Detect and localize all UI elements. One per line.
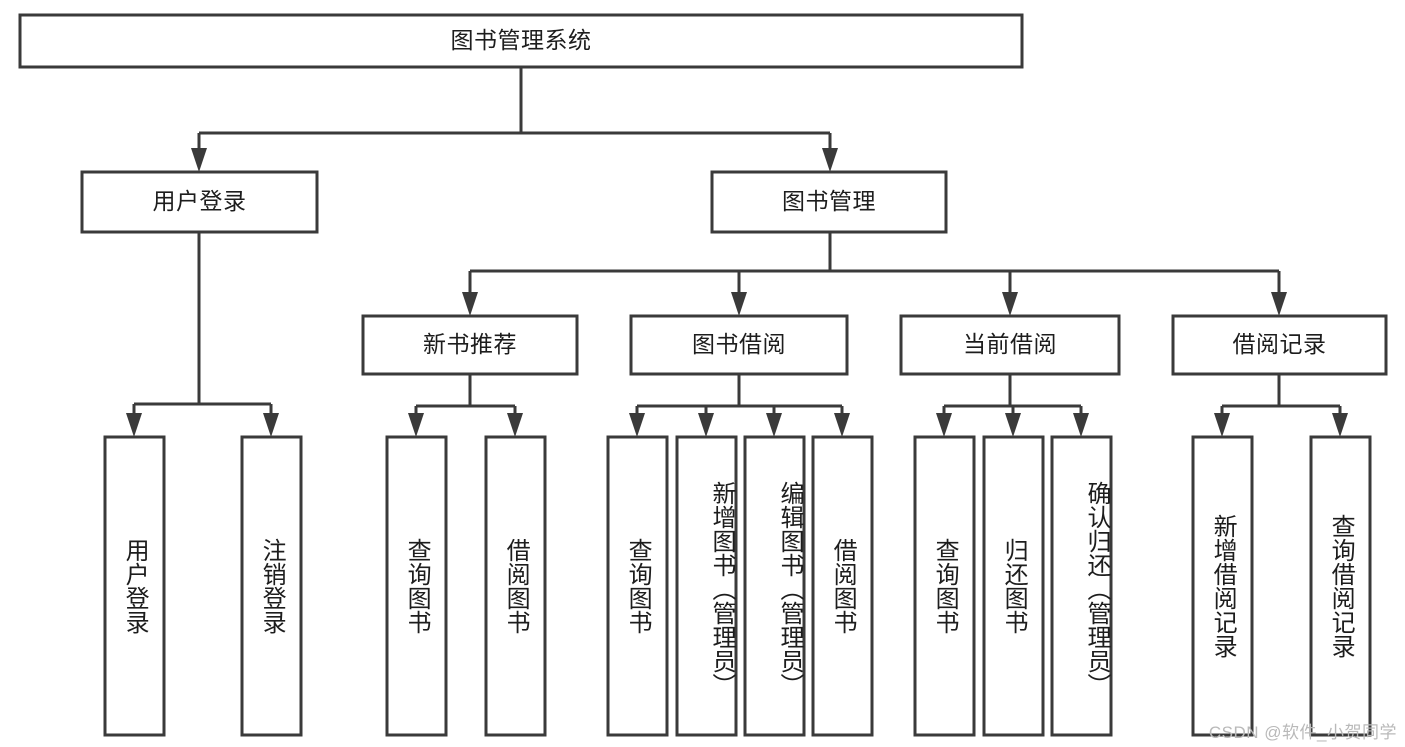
box-leaf-return-book[interactable]	[982, 435, 1045, 737]
connector-borrow-record-to-leaves	[1214, 374, 1348, 437]
box-borrow-record[interactable]	[1171, 314, 1388, 376]
arrow-head-leaf-confirm-return	[1073, 413, 1089, 437]
box-leaf-borrow-book-2[interactable]	[811, 435, 874, 737]
arrow-head-leaf-borrow-book-2	[834, 413, 850, 437]
box-new-book-recommend[interactable]	[361, 314, 579, 376]
box-leaf-query-book-3[interactable]	[913, 435, 976, 737]
arrow-head-current-borrow	[1002, 292, 1018, 316]
box-root[interactable]	[18, 13, 1024, 69]
arrow-head-leaf-query-record	[1332, 413, 1348, 437]
box-user-login[interactable]	[80, 170, 319, 234]
arrow-head-book-borrow	[731, 292, 747, 316]
arrow-head-borrow-record	[1271, 292, 1287, 316]
arrow-head-leaf-borrow-book-1	[507, 413, 523, 437]
connector-book-management-to-level3	[462, 232, 1287, 316]
connector-book-borrow-to-leaves	[629, 374, 850, 437]
box-leaf-borrow-book-1[interactable]	[484, 435, 547, 737]
box-leaf-query-record[interactable]	[1309, 435, 1372, 737]
arrow-head-leaf-edit-book	[766, 413, 782, 437]
arrow-head-leaf-user-login	[126, 413, 142, 437]
box-leaf-logout[interactable]	[240, 435, 303, 737]
box-leaf-add-record[interactable]	[1191, 435, 1254, 737]
box-leaf-query-book-1[interactable]	[385, 435, 448, 737]
box-leaf-user-login[interactable]	[103, 435, 166, 737]
box-book-borrow[interactable]	[629, 314, 849, 376]
arrow-head-leaf-query-book-3	[936, 413, 952, 437]
arrow-head-leaf-logout	[263, 413, 279, 437]
connector-current-borrow-to-leaves	[936, 374, 1089, 437]
arrow-head-leaf-return-book	[1005, 413, 1021, 437]
arrow-head-leaf-add-book	[698, 413, 714, 437]
arrow-head-new-book-recommend	[462, 292, 478, 316]
arrow-head-leaf-add-record	[1214, 413, 1230, 437]
box-current-borrow[interactable]	[899, 314, 1121, 376]
arrow-head-user-login	[191, 148, 207, 172]
connector-user-login-to-leaves	[126, 232, 279, 437]
box-book-management[interactable]	[710, 170, 948, 234]
arrow-head-book-management	[822, 148, 838, 172]
connector-root-to-level2	[191, 67, 838, 172]
box-leaf-query-book-2[interactable]	[606, 435, 669, 737]
box-leaf-edit-book[interactable]	[743, 435, 806, 737]
box-leaf-add-book[interactable]	[675, 435, 738, 737]
connector-new-book-to-leaves	[408, 374, 523, 437]
arrow-head-leaf-query-book-2	[629, 413, 645, 437]
box-leaf-confirm-return[interactable]	[1050, 435, 1113, 737]
arrow-head-leaf-query-book-1	[408, 413, 424, 437]
